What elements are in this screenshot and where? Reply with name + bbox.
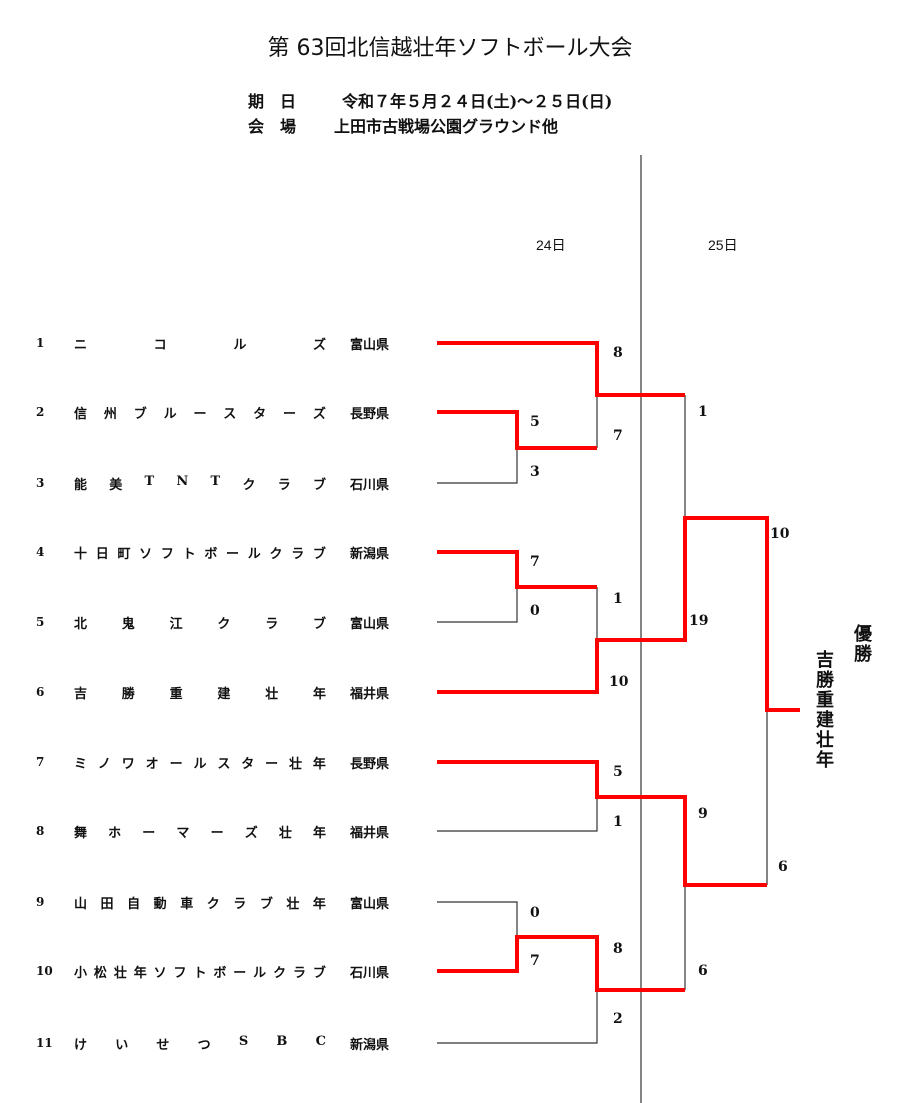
team-name: 小松壮年ソフトボールクラブ — [74, 965, 326, 981]
team-name: 舞ホーマーズ壮年 — [74, 825, 326, 841]
team-prefecture: 長野県 — [350, 406, 390, 422]
team-number: 1 — [36, 336, 45, 350]
team-prefecture: 長野県 — [350, 756, 390, 772]
champion-label: 優勝 — [851, 624, 872, 664]
date-label: 期 日 — [248, 92, 297, 111]
team-name: 信州ブルースターズ — [74, 406, 326, 422]
venue-label: 会 場 — [248, 117, 297, 136]
team-number: 7 — [36, 755, 45, 769]
score: 9 — [698, 806, 708, 822]
score: 6 — [698, 963, 708, 979]
score: 8 — [613, 941, 623, 957]
score: 0 — [530, 905, 540, 921]
team-row: 7 ミノワオールスター壮年 長野県 — [36, 752, 389, 772]
team-prefecture: 富山県 — [350, 616, 390, 632]
team-prefecture: 石川県 — [350, 477, 390, 493]
team-prefecture: 福井県 — [350, 686, 390, 702]
champion-team: 吉勝重建壮年 — [813, 650, 834, 770]
team-prefecture: 富山県 — [350, 896, 390, 912]
score: 1 — [613, 814, 623, 830]
team-number: 3 — [36, 476, 45, 490]
score: 10 — [609, 674, 629, 690]
team-number: 10 — [36, 964, 53, 978]
day-label-25: 25日 — [708, 237, 738, 253]
score: 5 — [613, 764, 623, 780]
team-row: 1 ニコルズ 富山県 — [36, 333, 389, 353]
score: 7 — [530, 554, 540, 570]
team-name: ミノワオールスター壮年 — [74, 756, 326, 772]
team-prefecture: 新潟県 — [350, 1037, 390, 1053]
loser-lines — [437, 395, 768, 1044]
team-row: 6 吉勝重建壮年 福井県 — [36, 682, 389, 702]
team-row: 4 十日町ソフトボールクラブ 新潟県 — [36, 542, 389, 562]
team-prefecture: 石川県 — [350, 965, 390, 981]
score: 3 — [530, 464, 540, 480]
team-row: 8 舞ホーマーズ壮年 福井県 — [36, 821, 389, 841]
winner-lines — [437, 341, 800, 992]
score: 7 — [613, 428, 623, 444]
team-name: 山田自動車クラブ壮年 — [74, 896, 326, 912]
team-row: 9 山田自動車クラブ壮年 富山県 — [36, 892, 389, 912]
team-prefecture: 富山県 — [350, 337, 390, 353]
day-label-24: 24日 — [536, 237, 566, 253]
page-title: 第 63回北信越壮年ソフトボール大会 — [267, 36, 633, 61]
venue-value: 上田市古戦場公園グラウンド他 — [334, 117, 559, 136]
score: 10 — [770, 526, 790, 542]
team-row: 2 信州ブルースターズ 長野県 — [36, 402, 389, 422]
score: 8 — [613, 345, 623, 361]
team-name: ニコルズ — [74, 337, 326, 353]
team-number: 5 — [36, 615, 45, 629]
score: 5 — [530, 414, 540, 430]
team-prefecture: 福井県 — [350, 825, 390, 841]
team-number: 11 — [36, 1036, 53, 1050]
score: 1 — [698, 404, 708, 420]
team-name: 北鬼江クラブ — [74, 616, 326, 632]
score: 19 — [689, 613, 709, 629]
team-prefecture: 新潟県 — [350, 546, 390, 562]
team-number: 9 — [36, 895, 45, 909]
score: 7 — [530, 953, 540, 969]
team-number: 8 — [36, 824, 45, 838]
team-number: 2 — [36, 405, 45, 419]
team-row: 5 北鬼江クラブ 富山県 — [36, 612, 389, 632]
team-name: 吉勝重建壮年 — [74, 686, 326, 702]
score: 1 — [613, 591, 623, 607]
team-name: 十日町ソフトボールクラブ — [74, 546, 326, 562]
team-number: 6 — [36, 685, 45, 699]
team-row: 10 小松壮年ソフトボールクラブ 石川県 — [36, 961, 389, 981]
score: 0 — [530, 603, 540, 619]
team-number: 4 — [36, 545, 45, 559]
score: 6 — [778, 859, 788, 875]
date-value: 令和７年５月２４日(土)～２５日(日) — [342, 92, 613, 111]
score: 2 — [613, 1011, 623, 1027]
